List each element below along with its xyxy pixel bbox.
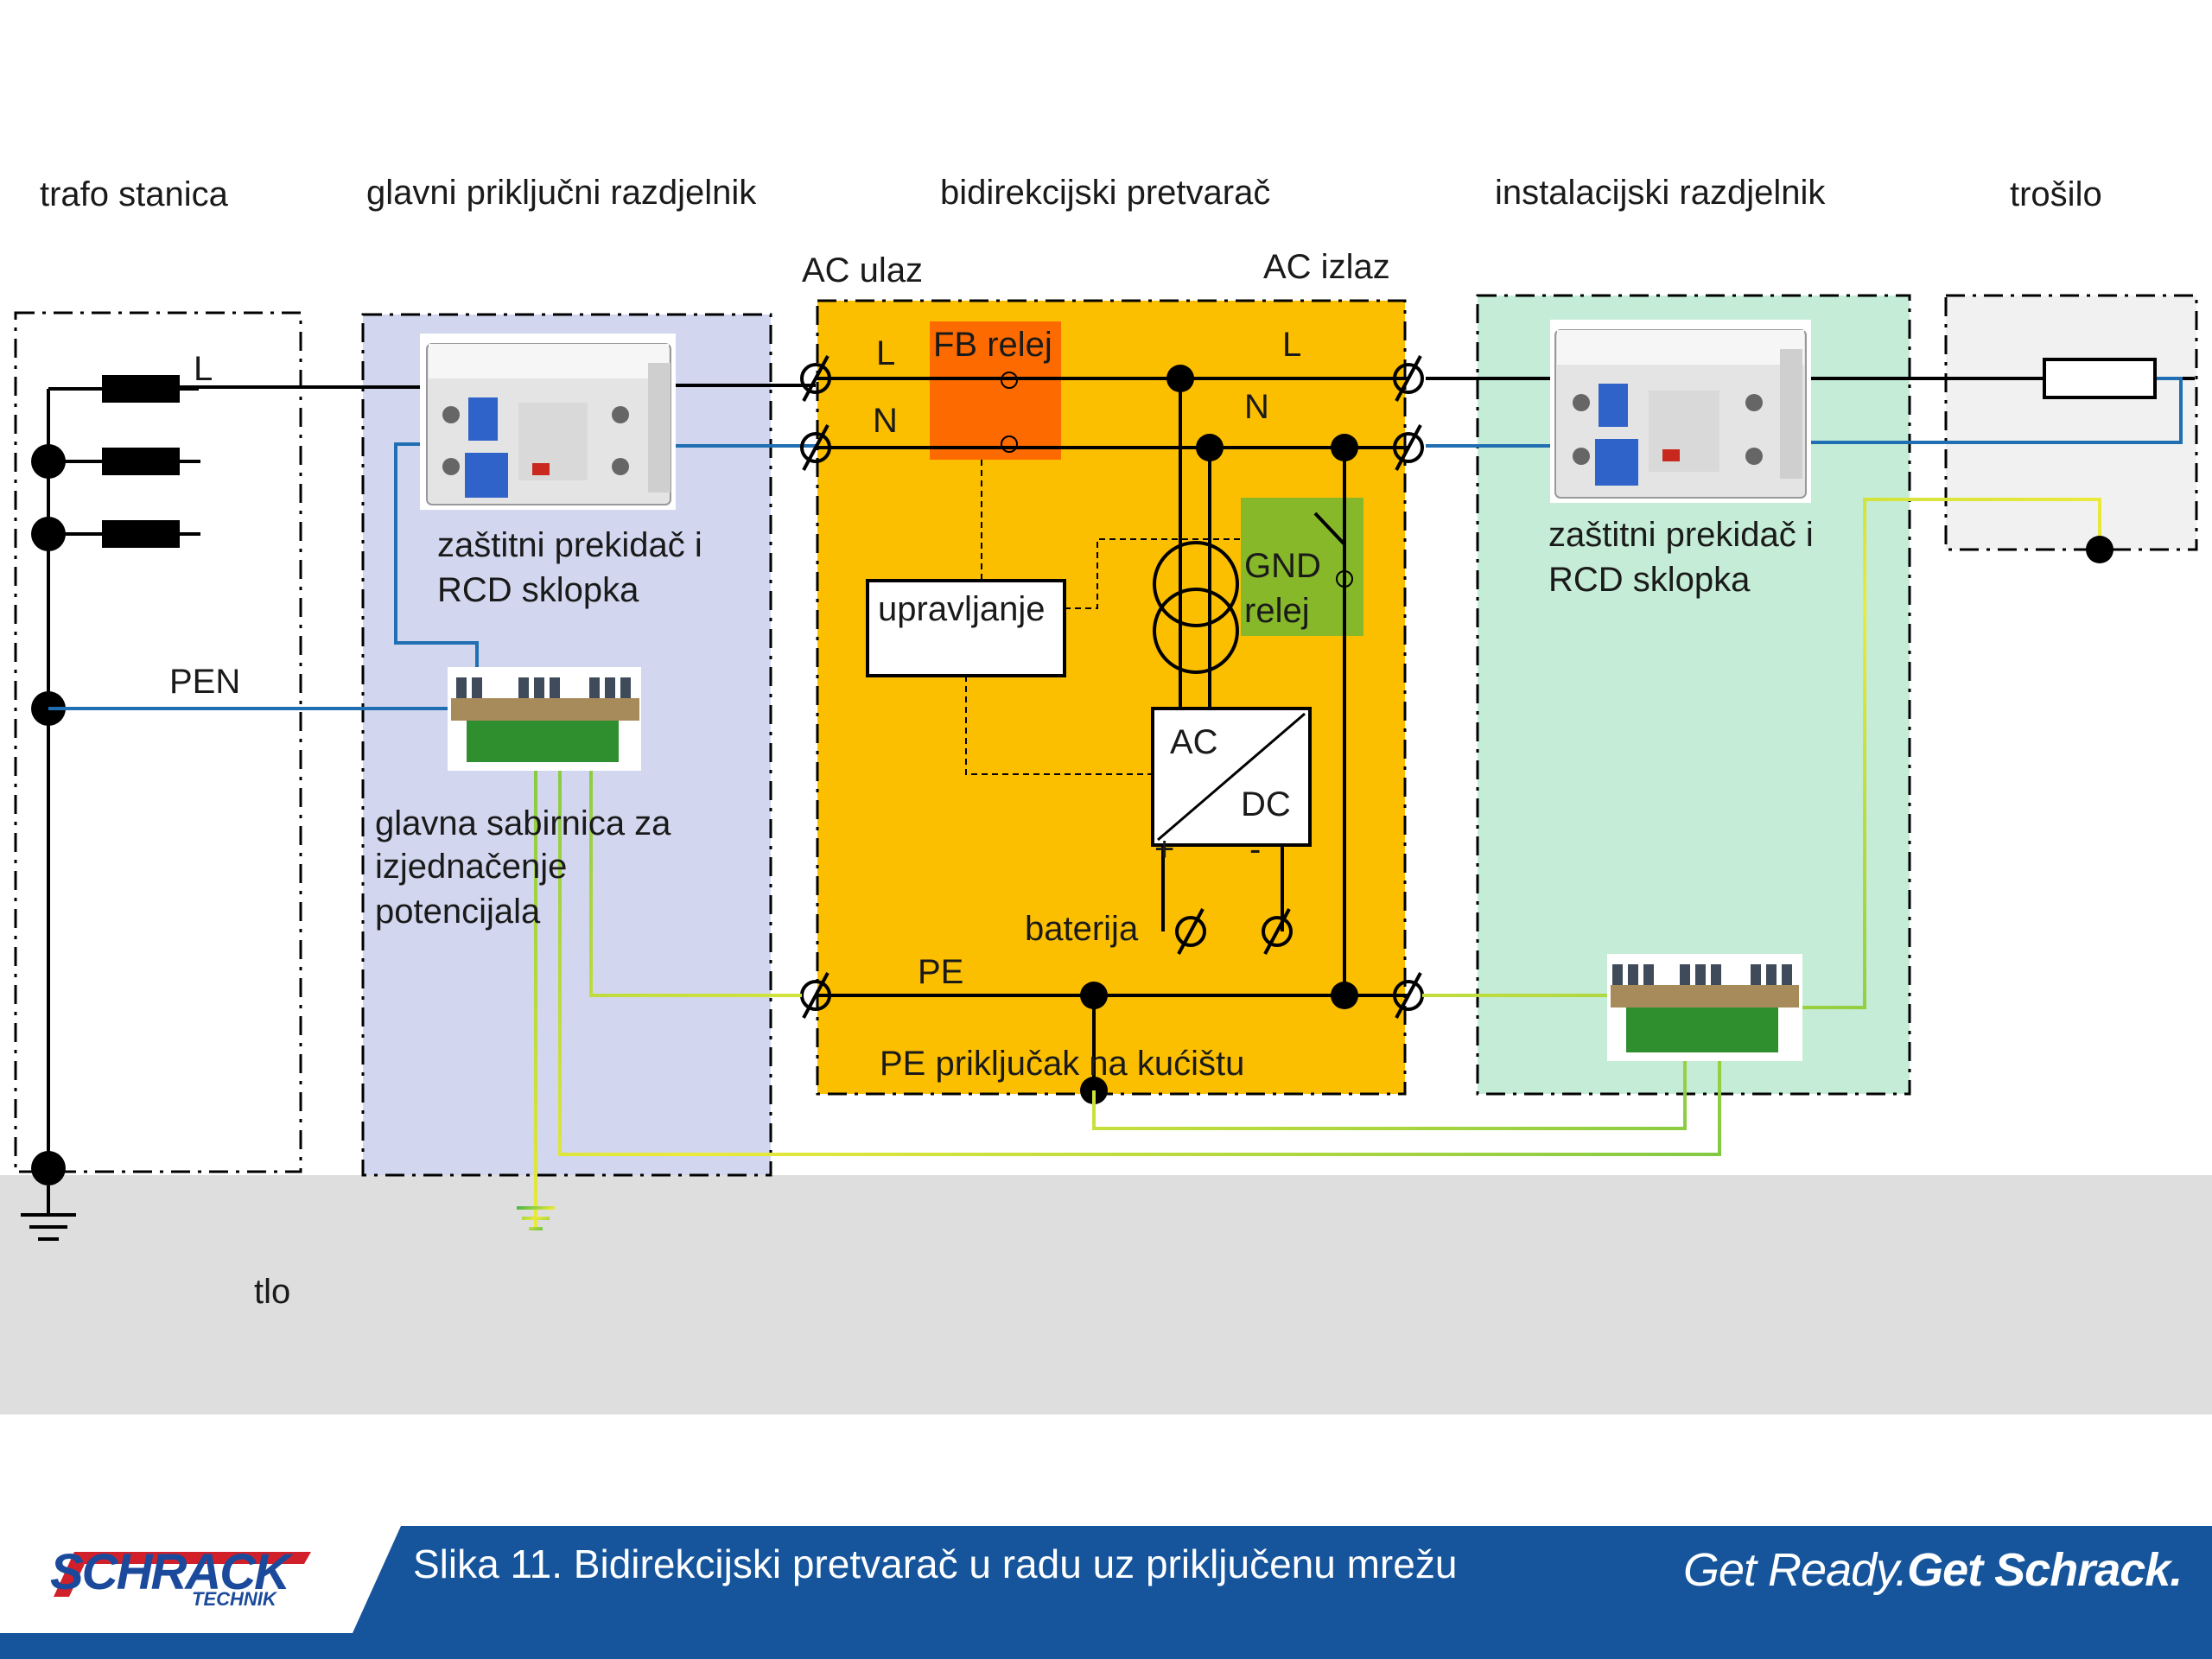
inverter-border: [816, 299, 1407, 1096]
node: [31, 1151, 66, 1185]
label-fb-relay: FB relej: [933, 326, 1052, 364]
label-gnd-relay-2: relej: [1244, 592, 1310, 630]
label-pe-housing: PE priključak na kućištu: [880, 1045, 1244, 1083]
label-busbar-2: izjednačenje: [375, 848, 567, 886]
label-battery: baterija: [1025, 910, 1139, 948]
busbar-main: [448, 667, 641, 771]
trafo-bus: [47, 387, 200, 1168]
footer-band: [0, 1526, 2212, 1659]
neutral-wire: [676, 377, 2183, 448]
label-ac: AC: [1170, 723, 1218, 761]
earth-symbol: [21, 1185, 76, 1241]
load-box: [1946, 296, 2196, 550]
load-resistor: [2043, 358, 2157, 399]
label-gnd-relay-1: GND: [1244, 547, 1321, 585]
label-pe: PE: [918, 953, 963, 991]
line-wire: [180, 377, 2195, 389]
inverter-internal-wires: [816, 378, 1408, 997]
label-dc: DC: [1241, 785, 1291, 823]
node: [1166, 365, 1194, 392]
breaker-main: [420, 334, 676, 510]
inverter-box: [817, 301, 1405, 1094]
node: [1331, 434, 1358, 461]
label-L-out: L: [1282, 326, 1301, 364]
schrack-logo-sub: TECHNIK: [192, 1588, 276, 1610]
label-busbar-3: potencijala: [375, 893, 541, 931]
label-pen: PEN: [169, 663, 240, 701]
fb-relay-contact: [1001, 372, 1018, 389]
label-N-out: N: [1244, 388, 1269, 426]
control-lines: [965, 460, 1241, 775]
slogan: Get Ready.Get Schrack.: [1683, 1543, 2183, 1597]
heading-install-panel: instalacijski razdjelnik: [1495, 174, 1826, 212]
label-control: upravljanje: [878, 590, 1045, 628]
heading-main-panel: glavni priključni razdjelnik: [366, 174, 757, 212]
heading-load: trošilo: [2010, 175, 2102, 213]
label-breaker-install-2: RCD sklopka: [1548, 561, 1751, 599]
breaker-neutral-wire: [394, 442, 479, 683]
label-plus: +: [1154, 830, 1174, 868]
label-L-trafo: L: [194, 350, 213, 388]
busbar-earth: [517, 1206, 555, 1230]
label-L-in: L: [876, 334, 895, 372]
label-ac-out: AC izlaz: [1263, 248, 1390, 286]
install-panel-border: [1476, 294, 1911, 1096]
heading-inverter: bidirekcijski pretvarač: [940, 174, 1270, 212]
label-N-in: N: [873, 402, 898, 440]
label-ac-in: AC ulaz: [802, 251, 923, 289]
logo-swoosh: [54, 1552, 311, 1597]
node: [1196, 434, 1224, 461]
node: [31, 517, 66, 551]
ground-region: [0, 1175, 2212, 1414]
load-border: [1944, 294, 2198, 551]
fb-relay-contact: [1001, 435, 1018, 453]
gnd-relay-contact: [1336, 570, 1353, 588]
label-minus: -: [1249, 830, 1261, 868]
trafo-border: [14, 311, 302, 1173]
label-breaker-install-1: zaštitni prekidač i: [1548, 516, 1814, 554]
schrack-logo: SCHRACK: [50, 1544, 290, 1600]
transformer-symbol: [1153, 541, 1239, 674]
slogan-bold: Get Schrack.: [1907, 1544, 2183, 1596]
busbar-install: [1607, 954, 1802, 1061]
fb-relay-box: [930, 321, 1061, 460]
pe-wires: [534, 498, 2101, 1227]
label-ground: tlo: [254, 1273, 290, 1311]
node: [31, 444, 66, 479]
node: [1331, 982, 1358, 1009]
main-panel-border: [361, 313, 772, 1177]
label-busbar-1: glavna sabirnica za: [375, 804, 671, 842]
load-pe-node: [2086, 536, 2113, 563]
breaker-install: [1550, 320, 1811, 503]
label-breaker-main-2: RCD sklopka: [437, 571, 639, 609]
slogan-light: Get Ready.: [1683, 1544, 1908, 1596]
figure-caption: Slika 11. Bidirekcijski pretvarač u radu…: [413, 1541, 1458, 1586]
heading-trafo: trafo stanica: [40, 175, 229, 213]
transformer-windings: [102, 375, 180, 548]
label-breaker-main-1: zaštitni prekidač i: [437, 526, 702, 564]
ac-dc-converter: [1151, 707, 1312, 847]
